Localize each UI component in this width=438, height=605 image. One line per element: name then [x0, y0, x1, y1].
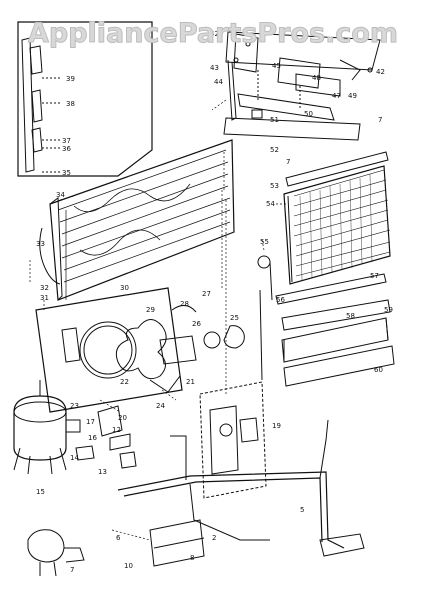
- callout-labels: 39 38 37 36 35 34 33 32 31 42 43 44 45 4…: [36, 30, 393, 574]
- callout: 38: [66, 100, 75, 108]
- callout: 39: [66, 75, 75, 83]
- callout: 35: [62, 169, 71, 177]
- callout: 59: [384, 306, 393, 314]
- top-bracket-assembly: [223, 31, 381, 141]
- callout: 60: [374, 366, 383, 374]
- callout: 52: [270, 146, 279, 154]
- callout: 34: [56, 191, 65, 199]
- callout: 43: [210, 64, 219, 72]
- callout: 51: [270, 116, 279, 124]
- callout: 45: [272, 62, 281, 70]
- callout: 21: [186, 378, 195, 386]
- callout: 8: [190, 554, 194, 562]
- callout: 22: [120, 378, 129, 386]
- callout: 29: [146, 306, 155, 314]
- callout: 17: [86, 418, 95, 426]
- callout: 37: [62, 137, 71, 145]
- inset-panel: [17, 21, 153, 177]
- callout: 19: [272, 422, 281, 430]
- watermark: AppliancePartsPros.com: [27, 18, 399, 50]
- callout: 53: [270, 182, 279, 190]
- callout: 24: [156, 402, 165, 410]
- callout: 20: [118, 414, 127, 422]
- callout: 55: [260, 238, 269, 246]
- callout: 6: [116, 534, 121, 542]
- callout: 57: [370, 272, 379, 280]
- drain-pans: [275, 273, 395, 387]
- callout: 42: [210, 30, 219, 38]
- callout: 14: [70, 454, 79, 462]
- callout: 7: [286, 158, 290, 166]
- callout: 12: [112, 426, 121, 434]
- callout: 31: [40, 294, 49, 302]
- callout: 7: [378, 116, 382, 124]
- callout: 10: [124, 562, 133, 570]
- callout: 50: [304, 110, 313, 118]
- callout: 36: [62, 145, 71, 153]
- callout: 2: [212, 534, 216, 542]
- callout: 5: [300, 506, 304, 514]
- callout: 7: [70, 566, 74, 574]
- callout: 15: [36, 488, 45, 496]
- callout: 16: [88, 434, 97, 442]
- callout: 23: [70, 402, 79, 410]
- callout: 30: [120, 284, 129, 292]
- callout: 26: [192, 320, 201, 328]
- fan-shroud: [35, 287, 183, 413]
- callout: 47: [332, 92, 341, 100]
- callout: 56: [276, 296, 285, 304]
- compressor: [13, 380, 81, 475]
- evaporator-coil: [39, 139, 235, 301]
- leader-lines: [29, 99, 286, 541]
- callout: 28: [180, 300, 189, 308]
- callout: 33: [36, 240, 45, 248]
- callout: 49: [348, 92, 357, 100]
- refrigerant-tubing: [117, 255, 345, 549]
- callout: 42: [376, 68, 385, 76]
- fan-motor-small: [27, 529, 85, 577]
- callout: 27: [202, 290, 211, 298]
- callout: 32: [40, 284, 49, 292]
- callout: 48: [312, 74, 321, 82]
- condenser-coil: [283, 151, 391, 285]
- callout: 44: [214, 78, 223, 86]
- mounting-bracket: [149, 519, 365, 567]
- callout: 25: [230, 314, 239, 322]
- callout: 58: [346, 312, 355, 320]
- callout: 54: [266, 200, 275, 208]
- callout: 13: [98, 468, 107, 476]
- condenser-fan: [115, 305, 245, 393]
- control-components: [75, 381, 267, 499]
